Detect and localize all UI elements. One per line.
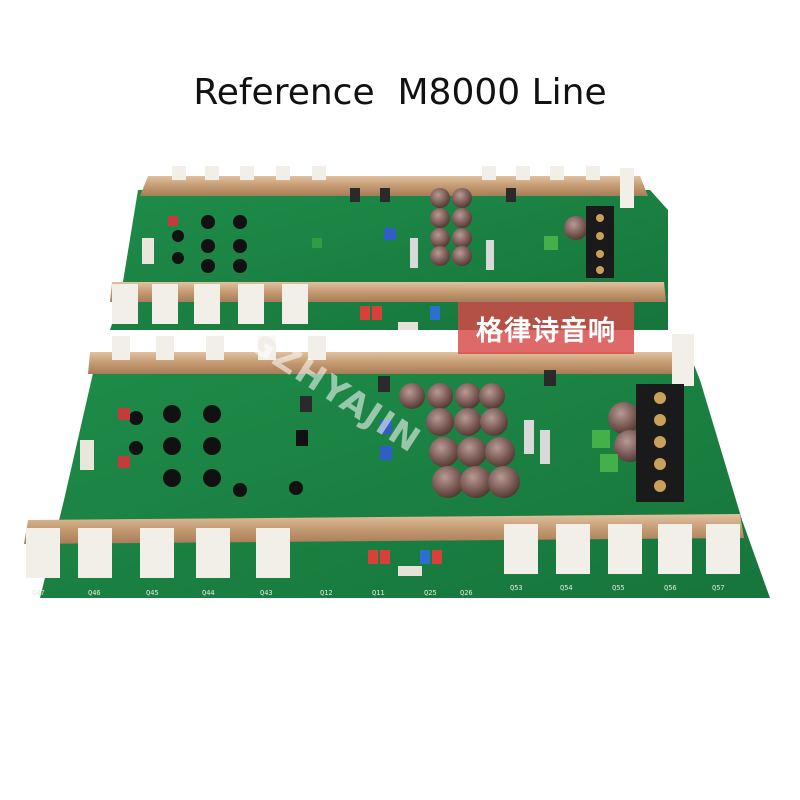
front-components — [80, 370, 618, 472]
silk-label: Q55 — [612, 584, 625, 592]
back-front-transistors — [112, 284, 308, 324]
silk-label: Q12 — [320, 589, 333, 597]
front-front-parts — [368, 550, 442, 576]
back-capacitors — [430, 188, 588, 266]
silk-label: Q44 — [202, 589, 215, 597]
silk-label: Q43 — [260, 589, 273, 597]
front-small-transistors — [129, 405, 303, 497]
silk-label: Q54 — [560, 584, 573, 592]
back-components — [142, 188, 558, 273]
silk-label: Q56 — [664, 584, 677, 592]
back-front-heatsink — [110, 282, 666, 302]
front-front-transistors — [26, 524, 740, 578]
silk-label: Q57 — [712, 584, 725, 592]
silk-label: Q53 — [510, 584, 523, 592]
back-rear-heatsink — [140, 176, 648, 196]
silk-label: Q26 — [460, 589, 473, 597]
silk-label: Q25 — [424, 589, 437, 597]
silk-label: Q11 — [372, 589, 385, 597]
back-front-red-parts — [360, 306, 440, 330]
page-title: Reference M8000 Line — [193, 72, 607, 113]
front-rear-transistors — [112, 334, 694, 386]
silkscreen-labels: Q47 Q46 Q45 Q44 Q43 Q12 Q11 Q25 Q26 Q53 … — [32, 584, 725, 597]
silk-label: Q47 — [32, 589, 45, 597]
back-board — [110, 166, 668, 330]
front-board — [24, 334, 770, 598]
brand-badge: 格律诗音响 — [458, 302, 634, 354]
front-rear-heatsink — [88, 352, 694, 374]
back-rear-transistors — [172, 166, 634, 208]
silk-label: Q46 — [88, 589, 101, 597]
silk-label: Q45 — [146, 589, 159, 597]
